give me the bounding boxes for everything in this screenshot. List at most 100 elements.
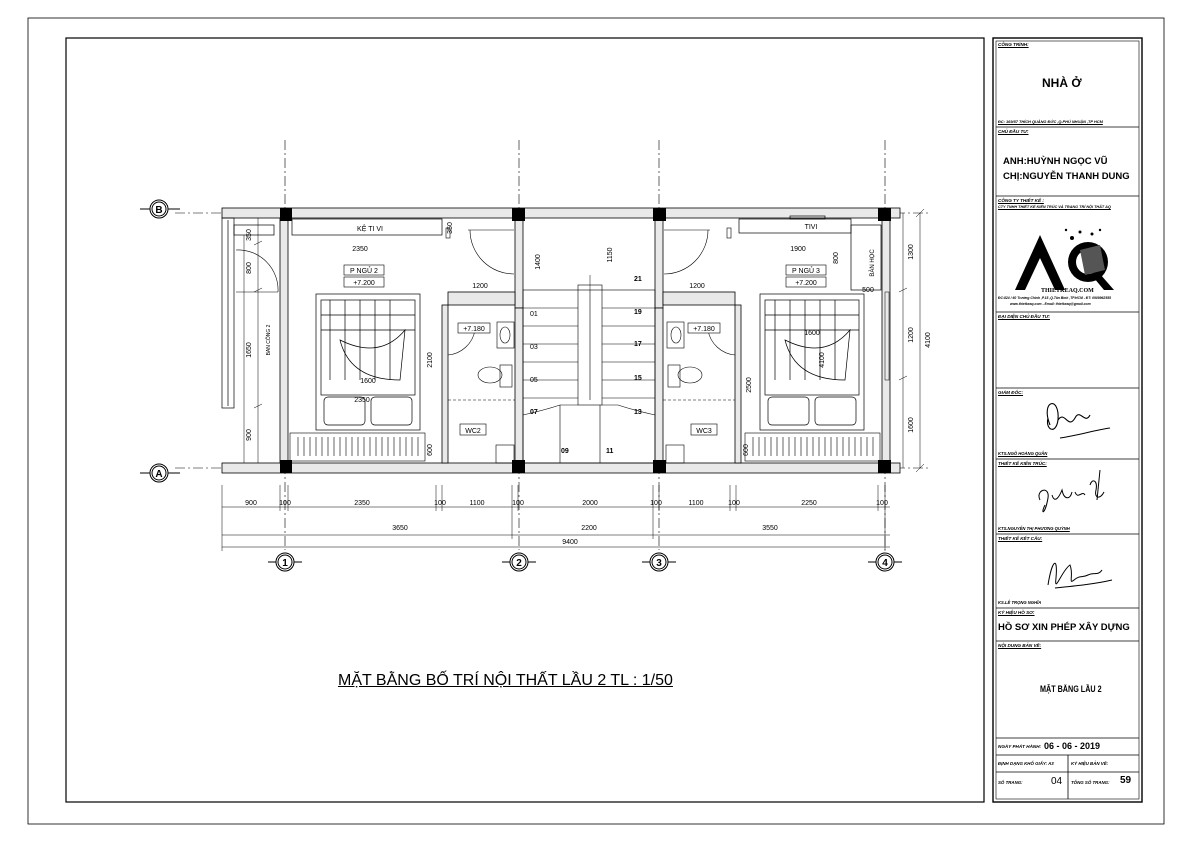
- drawing-frame: [65, 37, 985, 803]
- svg-text:1150: 1150: [607, 247, 614, 262]
- wc2-level: +7.180: [463, 326, 485, 333]
- project-label: CÔNG TRÌNH:: [998, 42, 1029, 47]
- company-name: CTY TNHH THIẾT KẾ KIẾN TRÚC VÀ TRANG TRÍ…: [998, 205, 1111, 209]
- wc3-label: WC3: [696, 428, 712, 435]
- desk-label: BÀN HỌC: [869, 249, 876, 277]
- svg-text:100: 100: [728, 500, 740, 507]
- axis-label-4: 4: [882, 558, 888, 569]
- svg-text:05: 05: [530, 377, 538, 384]
- balcony: [221, 217, 275, 409]
- svg-text:500: 500: [862, 287, 874, 294]
- svg-text:09: 09: [561, 448, 569, 455]
- total-pages-label: TỔNG SỐ TRANG:: [1071, 780, 1110, 785]
- wc-fixtures: [448, 321, 735, 464]
- svg-text:1200: 1200: [689, 283, 705, 290]
- issue-date: 06 - 06 - 2019: [1044, 741, 1101, 751]
- title-block-grid: [996, 126, 1139, 799]
- owner-name-2: CHỊ:NGUYỄN THANH DUNG: [1003, 171, 1130, 182]
- room-level-bed2: +7.200: [353, 280, 375, 287]
- svg-text:2100: 2100: [427, 352, 434, 368]
- svg-text:100: 100: [434, 500, 446, 507]
- svg-text:100: 100: [512, 500, 524, 507]
- stair-numbers: 01 03 05 07 09 11 13 15 17 19 21: [530, 276, 642, 455]
- right-dimensions: 1300 1200 1600 4100: [908, 244, 932, 433]
- svg-text:21: 21: [634, 276, 642, 283]
- svg-text:2500: 2500: [746, 377, 753, 393]
- room-level-bed3: +7.200: [795, 280, 817, 287]
- tv-shelf-label: KỆ TI VI: [357, 224, 383, 233]
- drawing-content-name: MẶT BẰNG LẦU 2: [1040, 684, 1102, 694]
- company-label: CÔNG TY THIẾT KẾ :: [998, 198, 1044, 203]
- structure-name: KS.LÊ TRỌNG NGHĨA: [998, 600, 1042, 605]
- svg-text:1100: 1100: [469, 500, 484, 507]
- owner-name-1: ANH:HUỲNH NGỌC VŨ: [1003, 156, 1108, 167]
- svg-text:1600: 1600: [360, 378, 376, 385]
- svg-text:17: 17: [634, 341, 642, 348]
- svg-text:4100: 4100: [819, 352, 826, 368]
- company-contact: www.thietkeaq.com - Email: thietkeaq@gma…: [1010, 302, 1091, 306]
- svg-text:1650: 1650: [246, 342, 253, 358]
- bottom-dimensions-row1: 900 100 2350 100 1100 100 2000 100 1100 …: [245, 500, 888, 507]
- columns: [280, 208, 891, 473]
- wc2-label: WC2: [465, 428, 481, 435]
- svg-text:1100: 1100: [688, 500, 703, 507]
- structure-label: THIẾT KẾ KẾT CẤU:: [998, 536, 1043, 541]
- left-dimensions: 350 800 1650 900: [246, 229, 253, 441]
- svg-text:1600: 1600: [804, 330, 820, 337]
- room-label-bed3: P NGỦ 3: [792, 266, 820, 275]
- bottom-dimensions-row2: 3650 2200 3550 9400: [392, 525, 778, 546]
- architect-name: KTS.NGUYỄN THỊ PHƯƠNG QUỲNH: [998, 526, 1070, 531]
- owner-label: CHỦ ĐẦU TƯ:: [998, 129, 1029, 134]
- wc3-level: +7.180: [693, 326, 715, 333]
- svg-text:800: 800: [833, 252, 840, 264]
- svg-text:350: 350: [447, 222, 454, 234]
- axis-label-A: A: [155, 469, 162, 480]
- svg-text:11: 11: [606, 448, 614, 455]
- svg-text:100: 100: [876, 500, 888, 507]
- tv-shelf: [291, 215, 882, 291]
- svg-text:2250: 2250: [801, 500, 817, 507]
- svg-text:01: 01: [530, 311, 538, 318]
- logo-url: THIETKEAQ.COM: [1041, 288, 1094, 294]
- svg-text:2350: 2350: [354, 500, 370, 507]
- svg-text:1200: 1200: [908, 327, 915, 343]
- paper-format-label: ĐỊNH DẠNG KHỔ GIẤY: A3: [998, 761, 1054, 766]
- signature-director: [1046, 403, 1111, 439]
- staircase: [522, 275, 656, 464]
- room-label-bed2: P NGỦ 2: [350, 266, 378, 275]
- project-address: ĐC: 169/57 THÍCH QUẢNG ĐỨC ,Q.PHÚ NHUẬN …: [998, 119, 1103, 124]
- svg-text:900: 900: [245, 500, 257, 507]
- tv-label: TIVI: [805, 224, 818, 231]
- signature-structure: [1047, 563, 1113, 589]
- architect-label: THIẾT KẾ KIẾN TRÚC:: [998, 461, 1047, 466]
- svg-text:1200: 1200: [472, 283, 488, 290]
- company-logo: AQ: [1015, 228, 1114, 290]
- issue-date-label: NGÀY PHÁT HÀNH:: [998, 744, 1042, 749]
- svg-text:2350: 2350: [354, 397, 370, 404]
- page-number-label: SỐ TRANG:: [998, 780, 1023, 785]
- svg-text:19: 19: [634, 309, 642, 316]
- balcony-label: BAN CÔNG 2: [265, 324, 272, 355]
- dossier-name: HỒ SƠ XIN PHÉP XÂY DỰNG: [998, 622, 1130, 633]
- svg-text:600: 600: [427, 444, 434, 456]
- signature-architect: [1038, 469, 1105, 513]
- axis-label-1: 1: [282, 558, 288, 569]
- grid-bubbles: [140, 199, 902, 572]
- axis-label-B: B: [155, 205, 162, 216]
- svg-text:3650: 3650: [392, 525, 408, 532]
- bed-room-3: [759, 293, 865, 431]
- dossier-label: KÝ HIỆU HỒ SƠ:: [998, 610, 1035, 615]
- wardrobe-room-2: [289, 432, 426, 462]
- total-dimension: 9400: [562, 539, 578, 546]
- axis-label-2: 2: [516, 558, 522, 569]
- svg-text:100: 100: [279, 500, 291, 507]
- sheet-outer-border: [27, 17, 1165, 825]
- svg-text:100: 100: [650, 500, 662, 507]
- svg-text:1400: 1400: [535, 254, 542, 270]
- svg-text:600: 600: [743, 444, 750, 456]
- svg-text:900: 900: [246, 429, 253, 441]
- svg-text:1300: 1300: [908, 244, 915, 260]
- director-label: GIÁM ĐỐC:: [998, 390, 1024, 395]
- doors: [235, 227, 736, 356]
